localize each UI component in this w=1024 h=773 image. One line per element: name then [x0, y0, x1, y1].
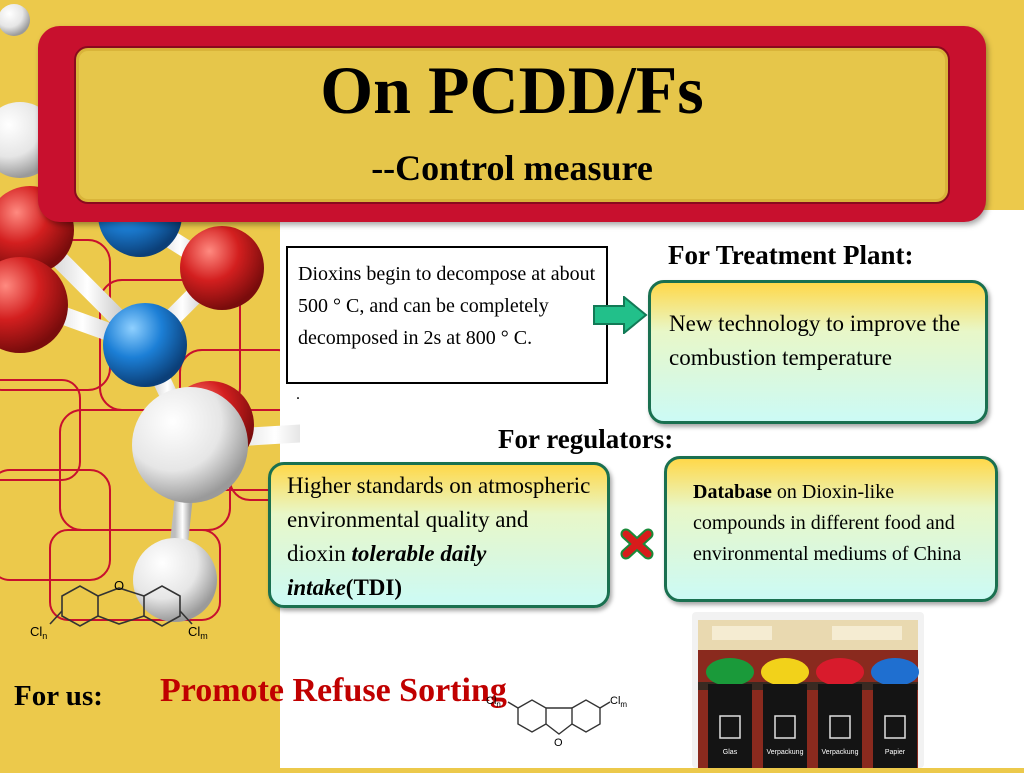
regulators-heading: For regulators:: [498, 424, 674, 454]
standards-italic-text: tolerable daily intake: [287, 541, 487, 600]
bin-lid: [871, 658, 919, 686]
pcdf-oxygen-label: O: [554, 737, 563, 749]
standards-box: Higher standards on atmospheric environm…: [268, 462, 610, 608]
cross-icon: [620, 528, 654, 560]
bin-lid: [761, 658, 809, 686]
pcdf-clm-label: Cl: [610, 695, 620, 707]
svg-text:Cln: Cln: [486, 695, 501, 709]
bin-lid: [706, 658, 754, 686]
for-us-label: For us:: [14, 680, 103, 712]
pcdf-structure-diagram: O Cln Clm: [486, 695, 627, 749]
recycling-bins-photo: Glas Verpackung Verpackung Papier: [692, 612, 924, 768]
pcdd-clm-label: Cl: [188, 624, 200, 639]
bin-label: Verpackung: [767, 749, 804, 756]
database-text: on Dioxin-like compounds in different fo…: [693, 481, 962, 565]
bin-symbol-icon: [884, 715, 906, 739]
bin-lid: [816, 658, 864, 686]
bin-body: [818, 684, 862, 768]
bin-label: Glas: [723, 749, 738, 756]
decomposition-fact-box: Dioxins begin to decompose at about 500 …: [286, 246, 608, 384]
database-bold-text: Database: [693, 481, 772, 503]
svg-text:Cln: Cln: [30, 624, 47, 641]
bin-label: Verpackung: [822, 749, 859, 756]
right-arrow-icon: [593, 296, 648, 334]
pcdf-clm-subscript: m: [620, 700, 627, 709]
pcdd-structure-diagram: O Cln Clm: [30, 578, 208, 641]
bin-label: Papier: [885, 749, 906, 756]
title-banner-inner: [74, 46, 950, 204]
bin-symbol-icon: [774, 715, 796, 739]
pcdf-cln-subscript: n: [496, 700, 500, 709]
svg-text:Clm: Clm: [610, 695, 627, 709]
pcdd-cln-label: Cl: [30, 624, 42, 639]
pcdf-cln-label: Cl: [486, 695, 496, 707]
refuse-sorting-label: Promote Refuse Sorting: [160, 672, 507, 709]
treatment-plant-heading: For Treatment Plant:: [668, 240, 914, 270]
recycling-bins-illustration: Glas Verpackung Verpackung Papier: [698, 620, 919, 768]
treatment-plant-text: New technology to improve the combustion…: [669, 311, 961, 370]
fact-text: Dioxins begin to decompose at about 500 …: [298, 263, 596, 349]
bin-symbol-icon: [719, 715, 741, 739]
fact-trailing-mark: .: [296, 386, 300, 403]
bin-body: [873, 684, 917, 768]
treatment-plant-box: New technology to improve the combustion…: [648, 280, 988, 424]
bin-symbol-icon: [829, 715, 851, 739]
pcdd-cln-subscript: n: [42, 631, 47, 641]
slide-subtitle: --Control measure: [371, 148, 653, 188]
standards-text: Higher standards on atmospheric environm…: [287, 473, 591, 566]
pcdd-clm-subscript: m: [200, 631, 208, 641]
database-box: Database on Dioxin-like compounds in dif…: [664, 456, 998, 602]
slide-title: On PCDD/Fs: [320, 52, 704, 128]
bin-body: [763, 684, 807, 768]
svg-text:Clm: Clm: [188, 624, 208, 641]
standards-suffix-text: (TDI): [345, 575, 403, 600]
bin-body: [708, 684, 752, 768]
pcdd-oxygen-label: O: [114, 578, 124, 593]
